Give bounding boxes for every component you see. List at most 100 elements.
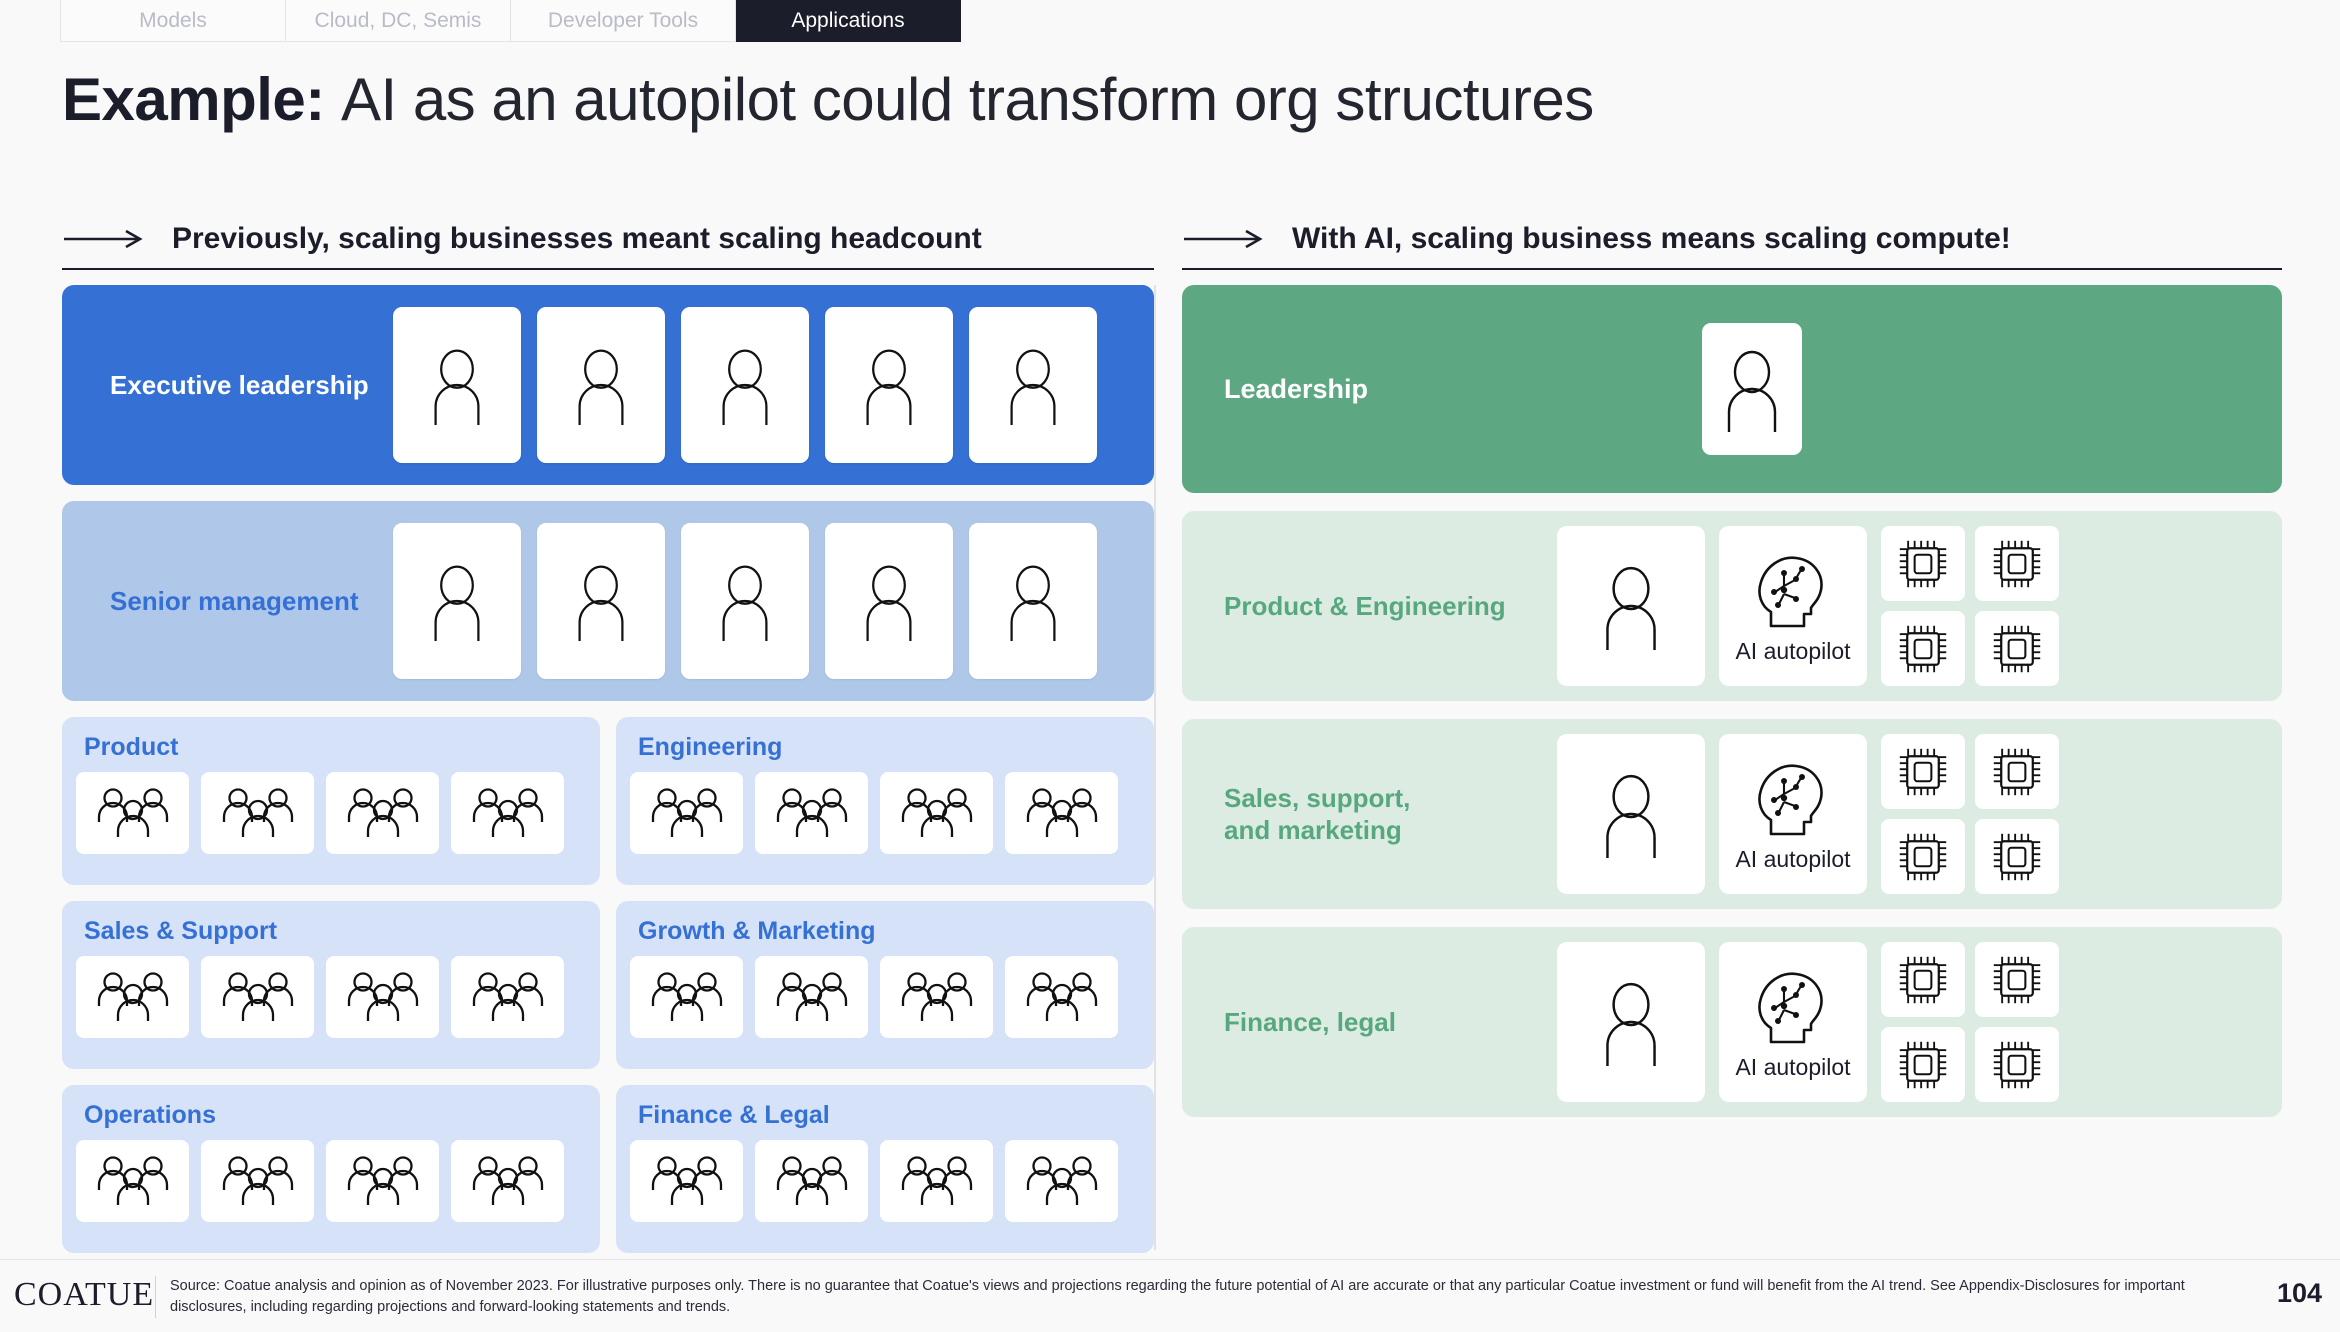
left-column-header: Previously, scaling businesses meant sca… [62, 222, 1154, 270]
chip-icon [1899, 625, 1947, 672]
coatue-logo: COATUE [14, 1276, 155, 1313]
team-card-list [76, 772, 586, 854]
leadership-band: Leadership [1182, 285, 2282, 493]
person-icon [1606, 566, 1656, 650]
left-column-header-text: Previously, scaling businesses meant sca… [172, 222, 982, 255]
team-card [326, 1140, 439, 1222]
people-group-icon [472, 1156, 543, 1205]
people-group-icon [901, 1156, 972, 1205]
chip-card [1881, 1027, 1965, 1102]
disclaimer-text: Source: Coatue analysis and opinion as o… [155, 1276, 2210, 1319]
person-card [1702, 323, 1802, 455]
team-card [1005, 1140, 1118, 1222]
tab-cloud-dc-semis[interactable]: Cloud, DC, Semis [286, 0, 511, 42]
person-card [1557, 526, 1705, 686]
chip-icon [1993, 540, 2041, 587]
right-column-header: With AI, scaling business means scaling … [1182, 222, 2282, 270]
people-group-icon [347, 1156, 418, 1205]
team-card-list [630, 772, 1140, 854]
person-icon [578, 565, 624, 641]
person-icon [866, 349, 912, 425]
people-group-icon [901, 788, 972, 837]
chip-icon [1899, 833, 1947, 880]
team-card [201, 772, 314, 854]
tab-developer-tools[interactable]: Developer Tools [511, 0, 736, 42]
team-card [76, 1140, 189, 1222]
team-card [755, 956, 868, 1038]
department-card: Engineering [616, 717, 1154, 885]
people-group-icon [651, 1156, 722, 1205]
ai-brain-head-icon [1758, 764, 1823, 835]
people-group-icon [472, 788, 543, 837]
chip-icon [1993, 833, 2041, 880]
team-card-list [630, 956, 1140, 1038]
ai-group-card-list: AI autopilot [1557, 734, 2059, 894]
ai-autopilot-card: AI autopilot [1719, 526, 1867, 686]
ai-autopilot-label: AI autopilot [1735, 845, 1851, 872]
tab-bar: Models Cloud, DC, Semis Developer Tools … [60, 0, 961, 42]
chip-card [1975, 611, 2059, 686]
person-icon [866, 565, 912, 641]
arrow-right-icon [1182, 228, 1270, 250]
tab-label: Cloud, DC, Semis [314, 8, 482, 32]
person-icon [1010, 349, 1056, 425]
person-card [825, 523, 953, 679]
team-card [451, 956, 564, 1038]
chip-card-grid [1881, 526, 2059, 686]
department-card: Finance & Legal [616, 1085, 1154, 1253]
people-group-icon [901, 972, 972, 1021]
team-card [326, 956, 439, 1038]
team-card [201, 1140, 314, 1222]
chip-card-grid [1881, 942, 2059, 1102]
executive-leadership-label: Executive leadership [110, 369, 369, 400]
leadership-label: Leadership [1224, 373, 1369, 404]
chip-icon [1899, 540, 1947, 587]
team-card-list [76, 956, 586, 1038]
person-card [1557, 734, 1705, 894]
department-label: Engineering [638, 733, 783, 761]
department-card: Growth & Marketing [616, 901, 1154, 1069]
person-card [681, 523, 809, 679]
person-card [537, 307, 665, 463]
team-card [880, 956, 993, 1038]
team-card [326, 772, 439, 854]
tab-applications[interactable]: Applications [736, 0, 961, 42]
ai-autopilot-label: AI autopilot [1735, 637, 1851, 664]
chip-icon [1993, 748, 2041, 795]
chip-icon [1899, 748, 1947, 795]
right-column-header-text: With AI, scaling business means scaling … [1292, 222, 2011, 255]
page-title-light: AI as an autopilot could transform org s… [340, 66, 1594, 133]
ai-group-card-list: AI autopilot [1557, 942, 2059, 1102]
ai-brain-head-icon [1758, 556, 1823, 627]
department-label: Operations [84, 1101, 216, 1129]
team-card [451, 772, 564, 854]
chip-card [1975, 819, 2059, 894]
team-card [755, 1140, 868, 1222]
chip-card [1975, 942, 2059, 1017]
ai-brain-head-icon [1758, 972, 1823, 1043]
tab-label: Developer Tools [547, 8, 699, 32]
people-group-icon [222, 1156, 293, 1205]
person-card [393, 523, 521, 679]
team-card [755, 772, 868, 854]
ai-group-card-list: AI autopilot [1557, 526, 2059, 686]
tab-models[interactable]: Models [60, 0, 286, 42]
department-card: Sales & Support [62, 901, 600, 1069]
chip-icon [1993, 625, 2041, 672]
people-group-icon [776, 1156, 847, 1205]
ai-autopilot-card: AI autopilot [1719, 734, 1867, 894]
team-card-list [76, 1140, 586, 1222]
ai-autopilot-label: AI autopilot [1735, 1053, 1851, 1080]
left-panel-legacy-org: Executive leadership Senior management P… [62, 285, 1156, 1253]
tab-label: Models [139, 8, 207, 32]
page-number: 104 [2276, 1278, 2322, 1308]
person-card [969, 307, 1097, 463]
person-card [537, 523, 665, 679]
people-group-icon [776, 972, 847, 1021]
chip-card [1881, 526, 1965, 601]
senior-management-band: Senior management [62, 501, 1154, 701]
